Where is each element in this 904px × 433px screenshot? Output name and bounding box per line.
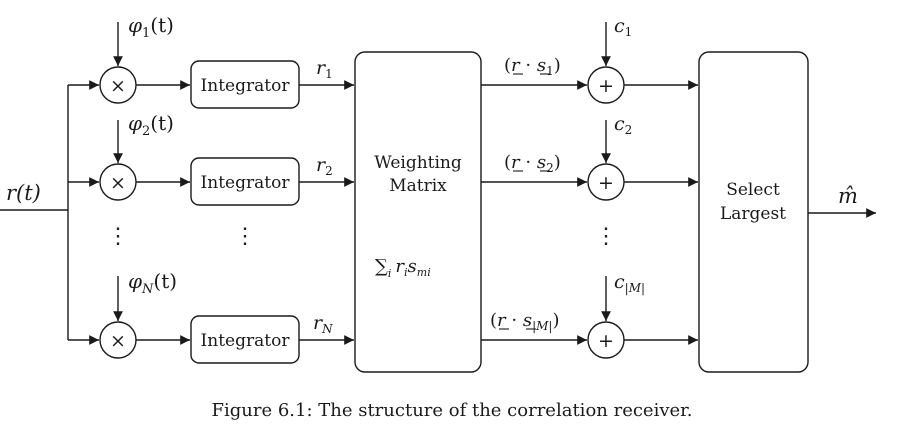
const-label-2: c2: [614, 113, 632, 137]
adder-symbol-1: +: [598, 75, 614, 97]
adder-symbol-2: +: [598, 172, 614, 194]
weighting-label-line2: Matrix: [389, 176, 447, 196]
adder-symbol-m: +: [598, 330, 614, 352]
multiplier-symbol-n: ×: [110, 330, 126, 352]
basis-label-1: φ1(t): [128, 13, 174, 41]
r-label-n: rN: [313, 312, 333, 336]
input-label: r(t): [6, 181, 41, 205]
const-label-m: c|M|: [614, 271, 645, 295]
multiplier-symbol-2: ×: [110, 172, 126, 194]
correlation-label-2: (r · s2): [504, 152, 561, 175]
basis-label-n: φN(t): [128, 269, 177, 297]
const-label-1: c1: [614, 15, 632, 39]
ellipsis-adders: ⋮: [595, 224, 617, 249]
r-label-2: r2: [316, 154, 333, 178]
select-label-line2: Largest: [720, 204, 786, 224]
correlation-label-1: (r · s1): [504, 55, 561, 78]
output-label: m̂: [838, 184, 858, 208]
correlation-label-m: (r · s|M|): [490, 310, 559, 333]
select-largest-box: [698, 51, 809, 373]
weighting-label-line1: Weighting: [374, 153, 462, 173]
integrator-label-2: Integrator: [201, 173, 291, 193]
weighting-matrix-box: [354, 51, 482, 373]
select-label-line1: Select: [726, 180, 780, 200]
ellipsis-integrators: ⋮: [234, 224, 256, 249]
integrator-label-n: Integrator: [201, 331, 291, 351]
r-label-1: r1: [316, 57, 333, 81]
multiplier-symbol-1: ×: [110, 75, 126, 97]
basis-label-2: φ2(t): [128, 111, 174, 139]
ellipsis-multipliers: ⋮: [107, 224, 129, 249]
figure-caption: Figure 6.1: The structure of the correla…: [211, 400, 692, 421]
integrator-label-1: Integrator: [201, 76, 291, 96]
